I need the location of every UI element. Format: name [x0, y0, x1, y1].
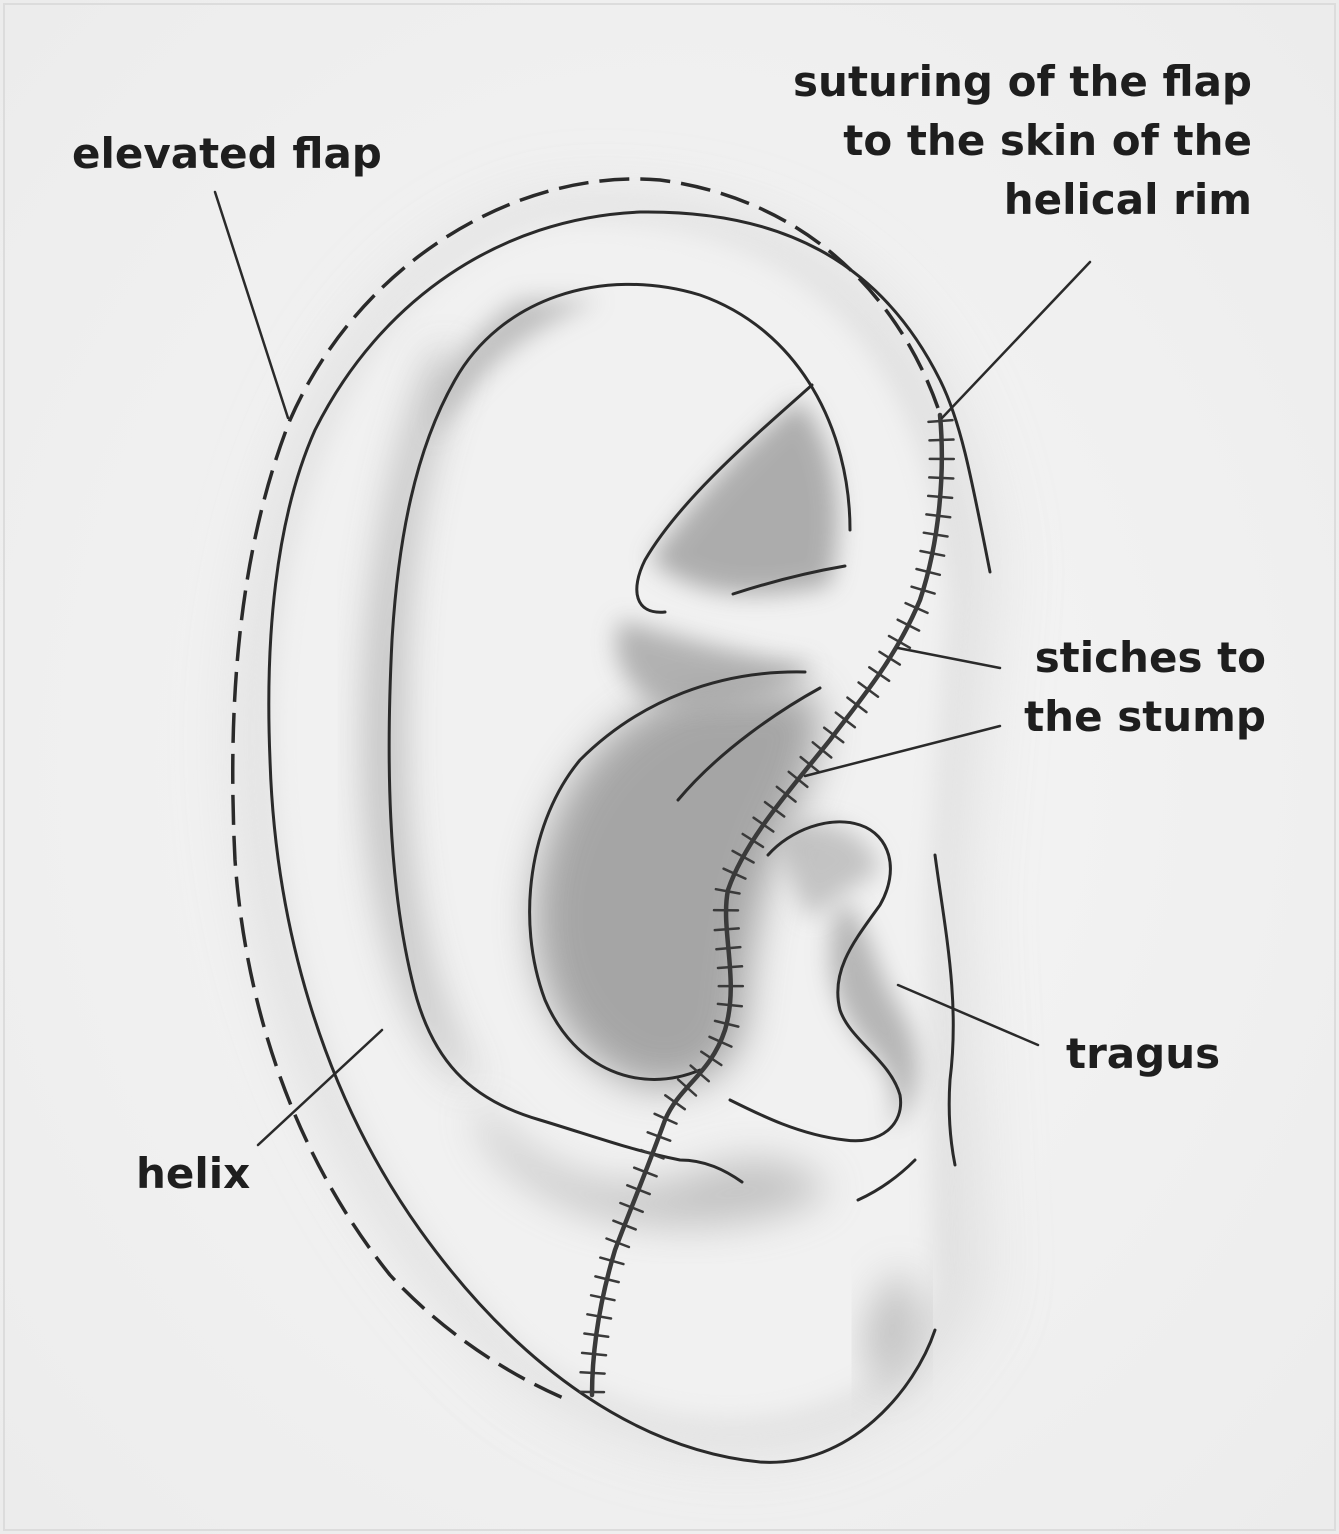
label-suturing-line1: suturing of the flap: [793, 57, 1252, 106]
label-stiches-line1: stiches to: [1035, 633, 1266, 682]
suture-stitch: [930, 440, 954, 441]
label-elevated-flap: elevated flap: [72, 129, 382, 178]
suture-stitch: [718, 966, 742, 968]
label-tragus: tragus: [1066, 1029, 1220, 1078]
label-suturing-line2: to the skin of the: [843, 116, 1252, 165]
label-suturing-line3: helical rim: [1004, 175, 1252, 224]
label-stiches-line2: the stump: [1024, 692, 1266, 741]
suture-stitch: [715, 928, 739, 930]
suture-stitch: [581, 1372, 605, 1373]
label-helix: helix: [136, 1149, 250, 1198]
suture-stitch: [929, 477, 953, 478]
